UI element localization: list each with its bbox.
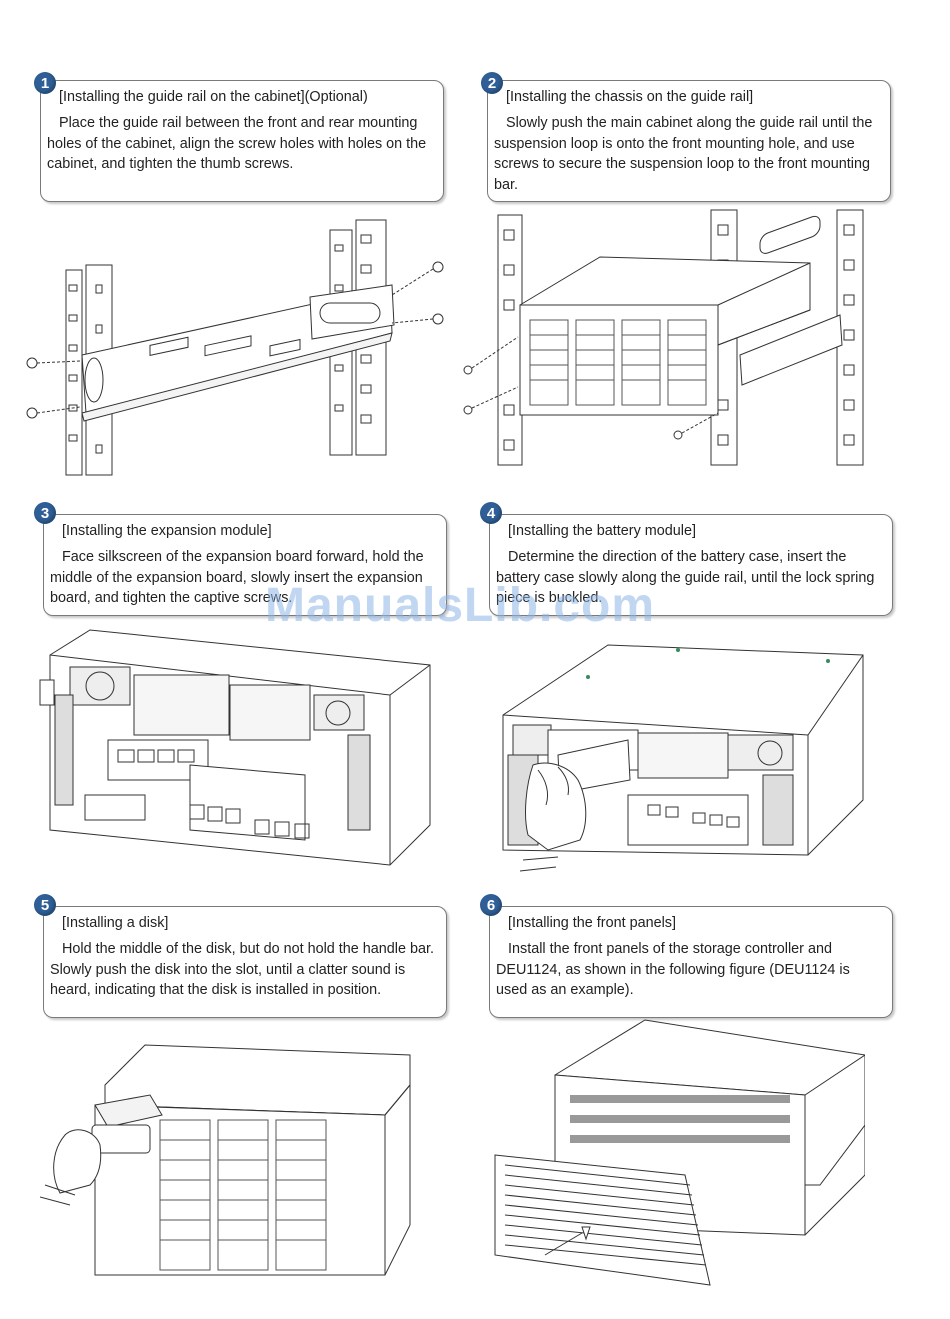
step-number-badge: 6 xyxy=(480,894,502,916)
battery-module-illustration xyxy=(488,635,868,880)
disk-install-illustration xyxy=(40,1025,415,1295)
front-bezel xyxy=(495,1155,710,1285)
step-body: Place the guide rail between the front a… xyxy=(47,115,427,172)
step-title: [Installing the battery module] xyxy=(508,523,696,539)
step-number-badge: 1 xyxy=(34,72,56,94)
guide-rail-illustration xyxy=(20,215,460,485)
step-title: [Installing the expansion module] xyxy=(62,523,272,539)
step-body: Face silkscreen of the expansion board f… xyxy=(50,549,424,606)
step-5-instruction-box: [Installing a disk] Hold the middle of t… xyxy=(43,906,447,1018)
step-2-instruction-box: [Installing the chassis on the guide rai… xyxy=(487,80,891,202)
left-post xyxy=(66,270,82,475)
step-number-badge: 4 xyxy=(480,502,502,524)
step-body: Determine the direction of the battery c… xyxy=(496,549,875,606)
step-body: Install the front panels of the storage … xyxy=(496,941,850,998)
expansion-module-illustration xyxy=(30,625,450,870)
step-body: Slowly push the main cabinet along the g… xyxy=(494,115,873,193)
hand xyxy=(526,763,586,850)
disk xyxy=(95,1095,162,1127)
insert-arrow xyxy=(545,1233,582,1255)
step-title: [Installing the chassis on the guide rai… xyxy=(506,89,754,105)
watermark: ManualsLib.com xyxy=(265,579,656,632)
thumb-screw xyxy=(27,358,37,368)
step-number-badge: 3 xyxy=(34,502,56,524)
step-6-instruction-box: [Installing the front panels] Install th… xyxy=(489,906,893,1018)
step-4-instruction-box: [Installing the battery module] Determin… xyxy=(489,514,893,616)
step-body: Hold the middle of the disk, but do not … xyxy=(50,941,435,998)
step-number-badge: 5 xyxy=(34,894,56,916)
front-panel-illustration xyxy=(490,1015,865,1295)
step-3-instruction-box: [Installing the expansion module] Face s… xyxy=(43,514,447,616)
step-1-instruction-box: [Installing the guide rail on the cabine… xyxy=(40,80,444,202)
step-title: [Installing the guide rail on the cabine… xyxy=(59,89,368,105)
step-number-badge: 2 xyxy=(481,72,503,94)
step-title: [Installing the front panels] xyxy=(508,915,676,931)
chassis-on-rail-illustration xyxy=(460,205,890,470)
step-title: [Installing a disk] xyxy=(62,915,169,931)
